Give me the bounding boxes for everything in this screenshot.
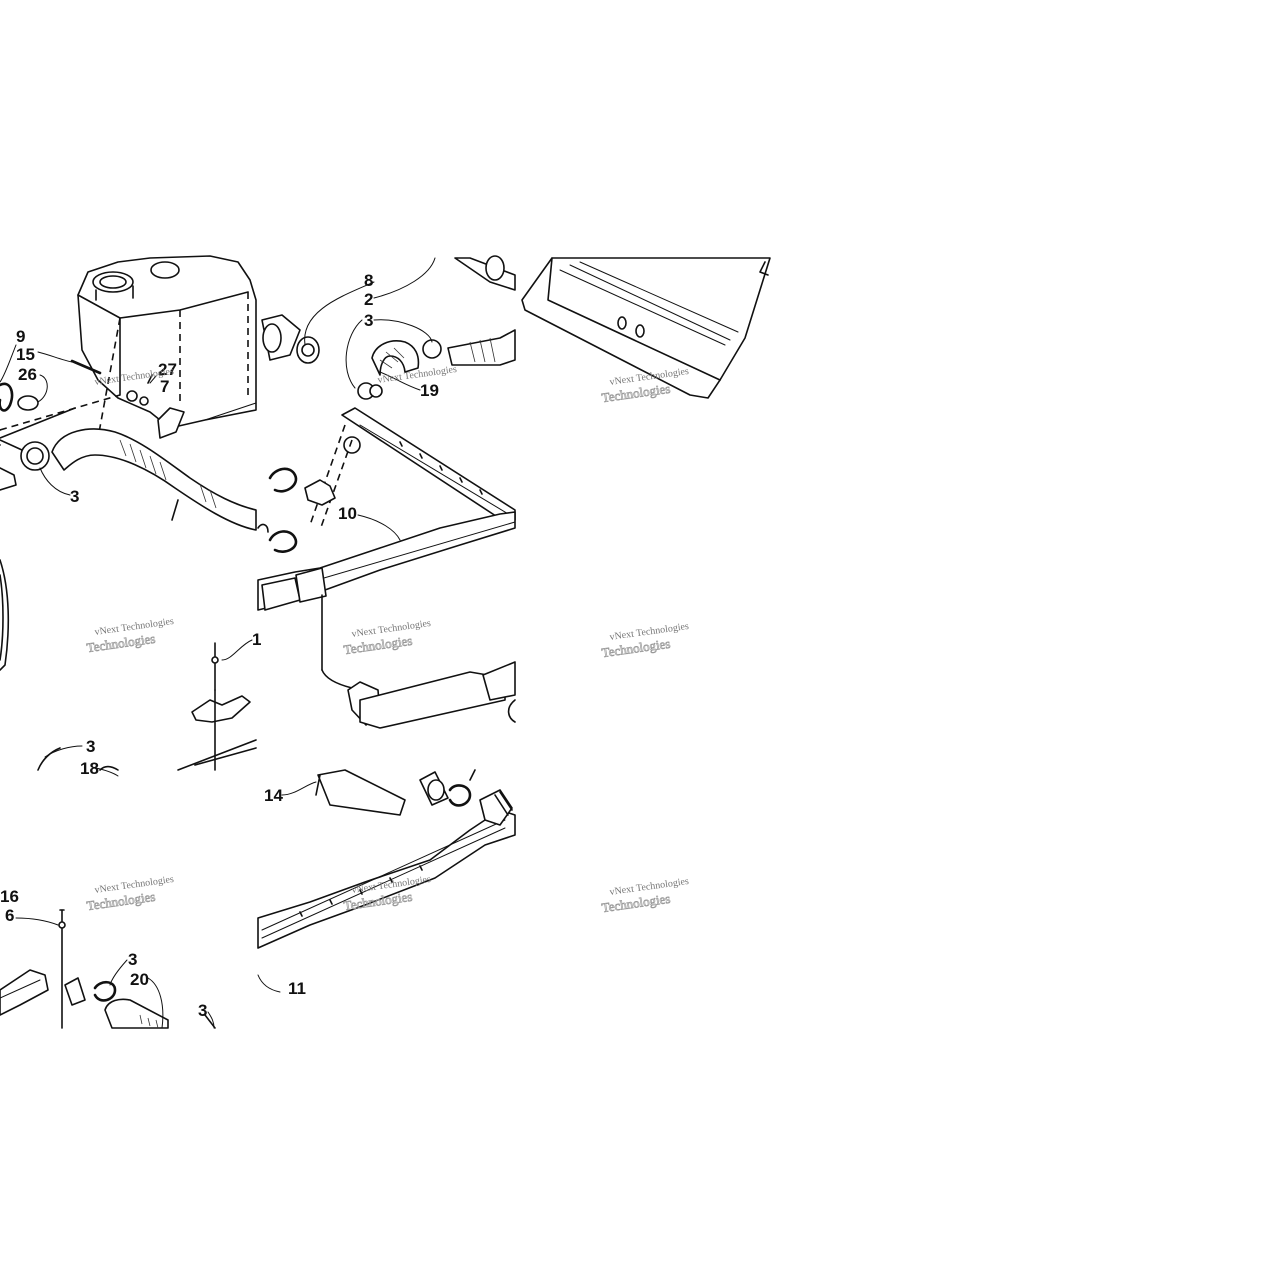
hose-clamps-mid xyxy=(257,467,336,553)
hose-stub xyxy=(261,314,320,364)
long-rail-tile5 xyxy=(257,789,516,949)
hose-section-top xyxy=(454,255,516,291)
bolt-and-washers xyxy=(70,359,153,406)
callout-14: 14 xyxy=(264,786,283,805)
rivet-lower xyxy=(58,909,66,1029)
end-rail-lower-left xyxy=(0,969,49,1016)
callout-15: 15 xyxy=(16,345,35,364)
watermarks: vNext Technologies vNext Technologies Te… xyxy=(85,364,689,916)
callout-26: 26 xyxy=(18,365,37,384)
callout-3-c: 3 xyxy=(86,737,95,756)
callout-8: 8 xyxy=(364,271,373,290)
leader-lines xyxy=(0,257,436,1029)
callout-27: 27 xyxy=(158,360,177,379)
upper-coolant-hose xyxy=(0,428,257,531)
callout-11: 11 xyxy=(288,979,306,998)
callout-10: 10 xyxy=(338,504,357,523)
curved-hose-19 xyxy=(357,329,516,400)
rear-panel xyxy=(521,257,771,399)
tank-mounting-strap xyxy=(0,382,121,439)
watermark-6: vNext Technologies Technologies xyxy=(600,621,689,661)
watermark-2: vNext Technologies Technologies xyxy=(85,616,174,656)
callout-2: 2 xyxy=(364,290,373,309)
watermark-7: vNext Technologies Technologies xyxy=(85,874,174,914)
callout-3-e: 3 xyxy=(198,1001,207,1020)
hose-upper-tile5 xyxy=(315,769,476,816)
callout-labels: 9 15 26 27 7 3 8 2 3 19 10 1 3 18 14 16 … xyxy=(0,271,439,1020)
watermark-3: vNext Technologies Technologies xyxy=(342,618,431,658)
coolant-tank xyxy=(77,255,257,439)
callout-18: 18 xyxy=(80,759,99,778)
radiator-left-edge xyxy=(0,559,10,671)
callout-20: 20 xyxy=(130,970,149,989)
callout-7: 7 xyxy=(160,377,169,396)
callout-19: 19 xyxy=(420,381,439,400)
callout-1: 1 xyxy=(252,630,261,649)
watermark-9: vNext Technologies Technologies xyxy=(600,876,689,916)
lower-elbow-hose xyxy=(321,661,516,729)
callout-3-a: 3 xyxy=(70,487,79,506)
callout-16: 16 xyxy=(0,887,19,906)
watermark-8: vNext Technologies Technologies xyxy=(342,874,431,914)
callout-3-d: 3 xyxy=(128,950,137,969)
rivet-and-bracket xyxy=(37,642,257,771)
callout-3-b: 3 xyxy=(364,311,373,330)
cooler-rail xyxy=(257,511,516,671)
callout-6: 6 xyxy=(5,906,14,925)
callout-9: 9 xyxy=(16,327,25,346)
hose-lower-left xyxy=(64,977,216,1029)
